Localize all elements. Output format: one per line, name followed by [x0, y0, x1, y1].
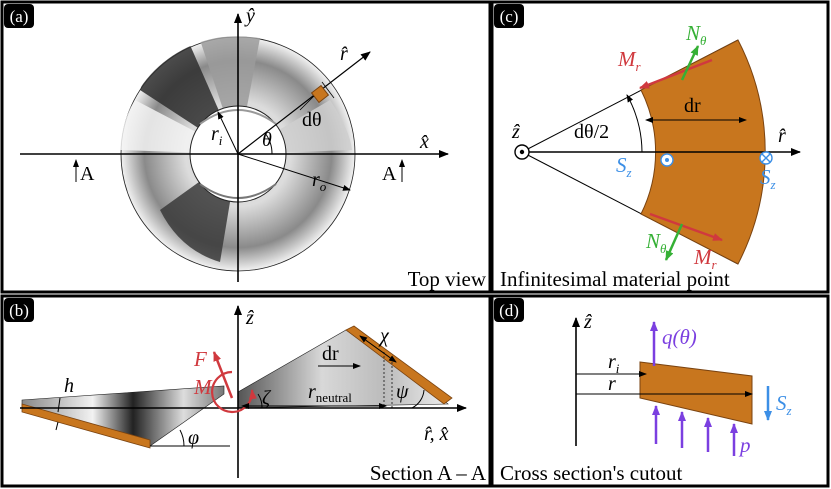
r-axis-label-c: r̂ [778, 125, 786, 147]
z-axis-label-c: ẑ [511, 121, 520, 143]
normal-force-arrow-bottom [664, 223, 684, 261]
ri-label: ri [211, 123, 223, 148]
moment-label-bottom: Mr [693, 245, 718, 272]
dtheta-half-label: dθ/2 [574, 121, 609, 143]
theta-arc [264, 132, 273, 155]
rx-axis-label: r̂, x̂ [424, 423, 449, 445]
x-axis-label: x̂ [419, 131, 429, 153]
moment-arrow-bottom [649, 212, 723, 242]
panel-c: (c) ẑ r̂ dθ/2 dr Mr Nθ Mr Nθ Sz Sz Infin… [490, 0, 830, 294]
r-axis-label: r̂ [340, 43, 348, 65]
panel-d-tag-bg [494, 298, 524, 322]
z-axis-label-b: ẑ [245, 307, 254, 329]
psi-arc [411, 389, 425, 409]
phi-label: φ [188, 427, 199, 449]
moment-label-top: Mr [617, 47, 642, 74]
ro-arrow [237, 153, 351, 191]
ro-label: ro [312, 169, 327, 194]
panel-b-tag-bg [4, 298, 34, 322]
dr-label-c: dr [684, 95, 701, 117]
ri-label-d: ri [608, 351, 620, 376]
panel-b: (b) ẑ r̂, x̂ h φ F M ζ dr χ rneutral ψ S… [0, 294, 492, 488]
panel-a-tag-bg [4, 4, 34, 28]
cutout-block [639, 361, 753, 425]
q-load-label: q(θ) [662, 325, 697, 349]
panel-c-tag-bg [494, 4, 524, 28]
ri-arrow [217, 111, 239, 155]
section-label-right: A [382, 163, 397, 185]
chi-dimension [359, 335, 397, 363]
zeta-label: ζ [262, 387, 272, 409]
panel-c-caption: Infinitesimal material point [500, 267, 730, 291]
r-axis-line [237, 51, 371, 155]
chi-label: χ [378, 325, 390, 347]
r-neutral-label: rneutral [308, 381, 352, 405]
r-label-d: r [608, 373, 616, 395]
panel-a: (a) ŷ x̂ r̂ ri ro θ dθ A A Top view [0, 0, 492, 294]
moment-arrow-top [639, 58, 713, 90]
pressure-label: p [738, 433, 751, 457]
dtheta-half-arc [626, 94, 643, 153]
panel-a-caption: Top view [408, 267, 487, 291]
panel-d: (d) ẑ q(θ) ri r Sz p Cross section's cut… [490, 294, 830, 488]
moment-arc-b [211, 370, 257, 414]
panel-d-tag: (d) [499, 301, 519, 320]
normal-label-bottom: Nθ [645, 229, 667, 256]
dr-label-b: dr [322, 343, 339, 365]
shear-label-left: Sz [616, 153, 632, 180]
force-label: F [193, 347, 207, 371]
shear-label-right: Sz [760, 165, 776, 192]
moment-label-b: M [193, 375, 213, 399]
panel-c-tag: (c) [500, 7, 519, 26]
normal-label-top: Nθ [685, 21, 707, 48]
h-label: h [64, 375, 74, 397]
washer-left-edge [21, 403, 151, 449]
dtheta-label: dθ [302, 109, 322, 131]
shear-label-d: Sz [776, 391, 792, 418]
section-label-left: A [80, 163, 95, 185]
panel-d-caption: Cross section's cutout [500, 461, 682, 485]
theta-label: θ [262, 129, 272, 151]
material-element [310, 84, 330, 104]
z-axis-label-d: ẑ [583, 311, 592, 333]
normal-force-arrow-top [680, 45, 700, 81]
y-axis-label: ŷ [244, 5, 255, 27]
panel-b-tag: (b) [9, 301, 29, 320]
psi-label: ψ [396, 381, 409, 403]
panel-b-caption: Section A – A [370, 461, 487, 485]
phi-arc [179, 429, 185, 447]
panel-a-tag: (a) [10, 7, 29, 26]
